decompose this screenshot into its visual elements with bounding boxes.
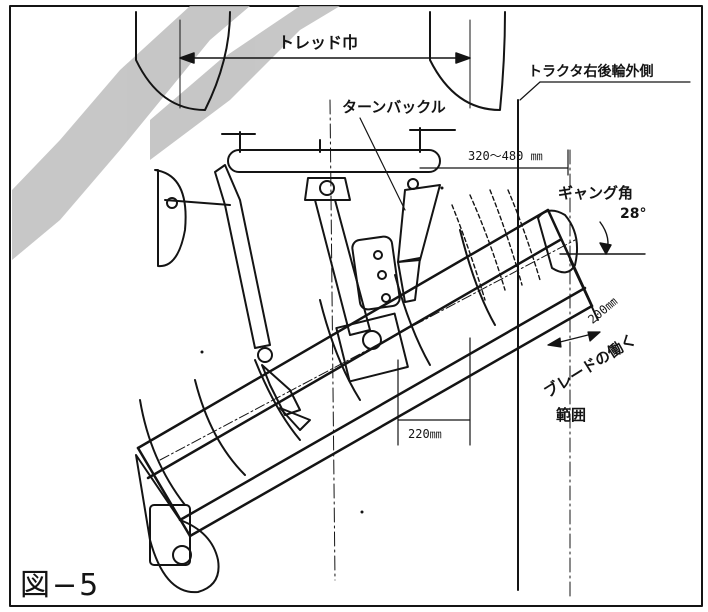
tractor-wheel-right [429, 11, 506, 111]
watermark-bands [12, 6, 340, 260]
hitch-top-bar [221, 127, 456, 173]
center-offset-dimension [397, 337, 471, 446]
turnbuckle-leader [359, 117, 406, 211]
tread-width-dimension [179, 52, 471, 64]
blade-offset-label: 200㎜ [585, 294, 620, 326]
tread-width-label: トレッド巾 [278, 33, 358, 52]
blade-offset-dimension [547, 331, 601, 348]
turnbuckle-assembly [351, 178, 441, 311]
figure-frame [9, 5, 703, 607]
tractor-outer-label: トラクタ右後輪外側 [528, 63, 653, 80]
left-link [154, 164, 311, 431]
marker-dots [200, 186, 444, 514]
gang-angle-indicator [559, 221, 646, 255]
gang-frame [136, 208, 594, 538]
blade-range-label-2: 範囲 [556, 406, 586, 424]
reference-lines [329, 99, 571, 601]
disc-blades [139, 229, 496, 506]
turnbuckle-label: ターンバックル [342, 98, 446, 116]
tractor-outer-leader [519, 81, 691, 101]
tractor-wheel-left [135, 11, 231, 111]
offset-range-label: 320〜480 ㎜ [468, 149, 543, 163]
gang-angle-label: ギャング角 [558, 184, 633, 202]
end-bearing [537, 209, 599, 321]
gang-angle-value: 28° [620, 206, 646, 222]
gauge-wheel [135, 454, 220, 594]
offset-dimension [419, 149, 569, 176]
figure-number: 図−5 [20, 568, 101, 603]
blade-projection [451, 189, 541, 301]
center-offset-label: 220㎜ [408, 427, 442, 441]
